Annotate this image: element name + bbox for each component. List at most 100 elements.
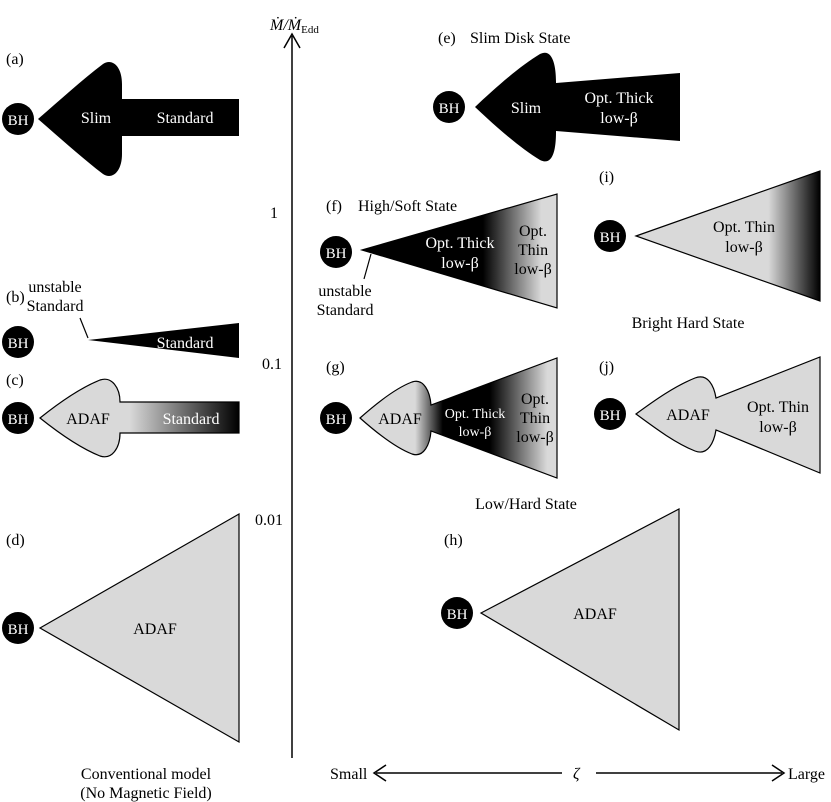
bh-label: BH <box>600 230 621 246</box>
panel-g: (g) BH ADAF Opt. Thick low-β Opt. Thin l… <box>320 357 558 479</box>
inner-label: Slim <box>81 110 112 127</box>
tick-label-0-1: 0.1 <box>262 356 282 373</box>
disk-shape <box>359 357 558 479</box>
black-hole-icon <box>320 236 352 268</box>
panel-tag: (j) <box>599 359 614 376</box>
panel-b: (b) unstable Standard BH Standard <box>2 279 239 358</box>
state-label: Slim Disk State <box>470 30 570 47</box>
bh-label: BH <box>326 412 347 428</box>
y-axis-label: Ṁ/ṀEdd <box>269 16 319 36</box>
disk-shape <box>479 508 680 732</box>
mid-label-line-1: Opt. Thick <box>425 235 494 252</box>
note-pointer <box>79 317 89 339</box>
outer-label-line-3: low-β <box>514 261 551 278</box>
panel-tag: (f) <box>326 198 342 215</box>
disk-shape <box>38 62 239 176</box>
panel-tag: (d) <box>6 532 25 549</box>
black-hole-icon <box>594 398 626 430</box>
black-hole-icon <box>2 103 34 135</box>
outer-label-line-1: Opt. Thin <box>747 399 809 416</box>
zeta-symbol: ζ <box>573 766 581 783</box>
outer-label-line-2: Thin <box>520 410 550 427</box>
disk-shape <box>634 170 821 302</box>
tick-label-1: 1 <box>270 205 278 222</box>
outer-label-line-2: low-β <box>759 419 796 436</box>
note-line-2: Standard <box>27 298 84 315</box>
black-hole-icon <box>2 402 34 434</box>
bh-label: BH <box>8 622 29 638</box>
y-axis-arrow-icon <box>283 32 301 49</box>
panel-a: (a) BH Slim Standard <box>2 51 239 176</box>
state-label: High/Soft State <box>358 198 457 215</box>
mid-label-line-2: low-β <box>459 425 492 440</box>
inner-label: ADAF <box>66 411 110 428</box>
panel-f: (f) High/Soft State BH unstable Standard… <box>317 193 558 319</box>
black-hole-icon <box>2 612 34 644</box>
inner-label: ADAF <box>378 411 422 428</box>
outer-label-line-1: Opt. <box>521 391 549 408</box>
footer-line-2: (No Magnetic Field) <box>80 785 212 802</box>
zeta-axis: Small ζ Large <box>330 764 825 783</box>
bh-label: BH <box>439 101 460 117</box>
inner-label: ADAF <box>573 606 617 623</box>
bh-label: BH <box>8 412 29 428</box>
low-hard-state-label: Low/Hard State <box>475 496 577 513</box>
outer-label: Standard <box>157 110 214 127</box>
disk-shape <box>634 356 821 474</box>
inner-label: ADAF <box>666 407 710 424</box>
disk-shape <box>475 52 680 162</box>
panel-c: (c) BH ADAF Standard <box>2 372 240 458</box>
zeta-right-arrow-icon <box>771 764 786 782</box>
note-pointer <box>363 253 372 280</box>
panel-e: (e) Slim Disk State BH Slim Opt. Thick l… <box>433 30 680 162</box>
disk-shape <box>39 378 240 458</box>
zeta-small-label: Small <box>330 766 368 783</box>
panel-tag: (i) <box>599 169 614 186</box>
outer-label-line-2: Thin <box>518 242 548 259</box>
black-hole-icon <box>320 402 352 434</box>
panel-tag: (e) <box>438 30 456 47</box>
note-line-1: unstable <box>28 279 81 296</box>
tick-label-0-01: 0.01 <box>255 512 283 529</box>
black-hole-icon <box>594 220 626 252</box>
mid-label-line-2: low-β <box>441 255 478 272</box>
outer-label: Standard <box>163 411 220 428</box>
mid-label-line-1: Opt. Thick <box>445 407 505 422</box>
bh-label: BH <box>326 246 347 262</box>
black-hole-icon <box>441 597 473 629</box>
bh-label: BH <box>8 336 29 352</box>
outer-label-line-1: Opt. <box>519 223 547 240</box>
panel-i: (i) BH Opt. Thin low-β Bright Hard State <box>594 169 821 332</box>
vertical-axis: Ṁ/ṀEdd 1 0.1 0.01 <box>255 16 319 758</box>
panel-tag: (a) <box>6 51 24 68</box>
note-line-2: Standard <box>317 302 374 319</box>
bh-label: BH <box>8 113 29 129</box>
disk-shape <box>88 323 239 358</box>
outer-label: Standard <box>157 335 214 352</box>
zeta-left-arrow-icon <box>372 764 387 782</box>
outer-label-line-1: Opt. Thin <box>713 219 775 236</box>
panel-tag: (g) <box>326 359 345 376</box>
panel-d: (d) BH ADAF <box>2 512 240 744</box>
state-label: Bright Hard State <box>632 315 745 332</box>
zeta-large-label: Large <box>788 766 825 783</box>
disk-shape <box>359 193 558 309</box>
note-line-1: unstable <box>318 283 371 300</box>
black-hole-icon <box>2 326 34 358</box>
outer-label-line-3: low-β <box>516 429 553 446</box>
inner-label: ADAF <box>133 621 177 638</box>
footer-line-1: Conventional model <box>81 766 212 783</box>
bh-label: BH <box>447 607 468 623</box>
outer-label-line-2: low-β <box>600 110 637 127</box>
bh-label: BH <box>600 408 621 424</box>
panel-tag: (c) <box>6 372 24 389</box>
disk-shape <box>38 512 240 744</box>
panel-j: (j) BH ADAF Opt. Thin low-β <box>594 356 821 474</box>
panel-h: (h) BH ADAF <box>441 508 680 732</box>
panel-tag: (b) <box>6 289 25 306</box>
outer-label-line-2: low-β <box>725 239 762 256</box>
black-hole-icon <box>433 91 465 123</box>
outer-label-line-1: Opt. Thick <box>584 90 653 107</box>
